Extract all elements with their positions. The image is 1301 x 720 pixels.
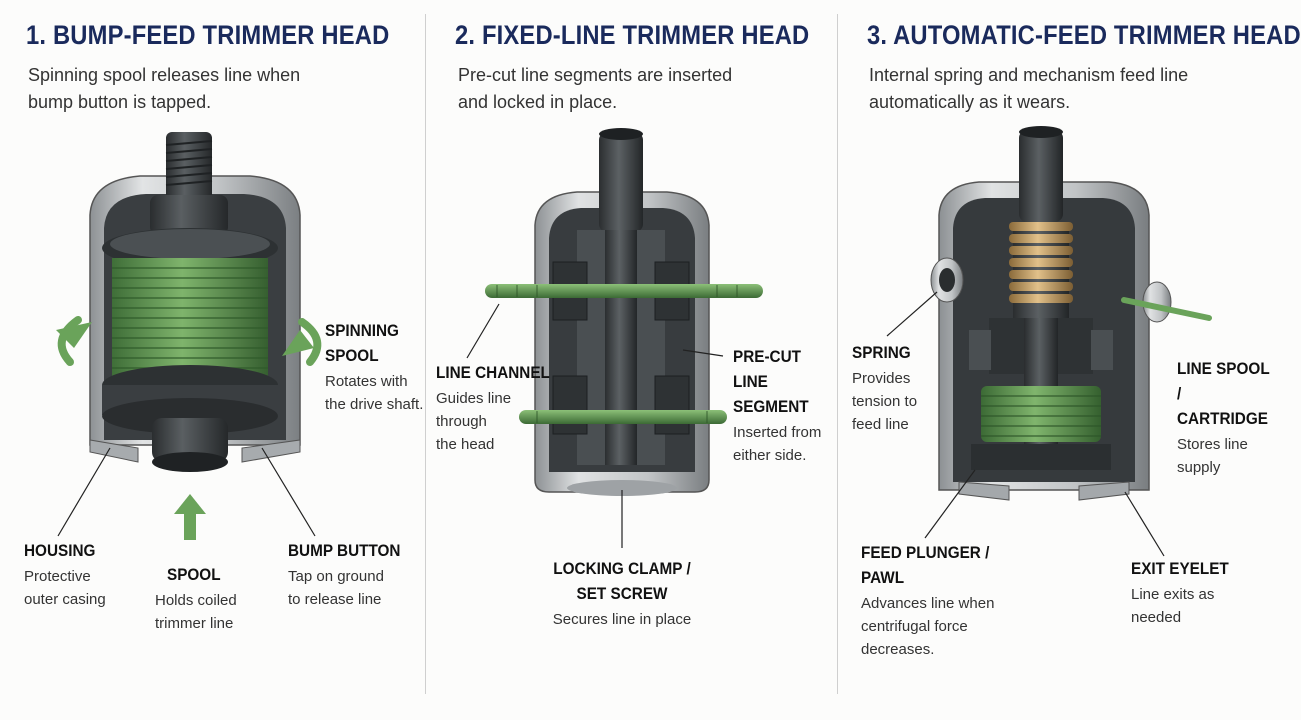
bump-button-part [152, 418, 228, 462]
panel-automatic-feed: 3. AUTOMATIC-FEED TRIMMER HEAD Internal … [839, 0, 1301, 720]
line-segment-lower [519, 410, 727, 424]
label-spool: SPOOL Holds coiled trimmer line [155, 565, 237, 632]
fixed-line-head-illustration [466, 128, 763, 548]
panel-divider [425, 14, 426, 694]
panel-title: 1. BUMP-FEED TRIMMER HEAD [26, 20, 390, 50]
panel-subtitle: Spinning spool releases line when bump b… [28, 65, 301, 112]
label-exit-eyelet: EXIT EYELET Line exits as needed [1131, 559, 1229, 626]
label-line-spool-cartridge: LINE SPOOL / CARTRIDGE Stores line suppl… [1177, 359, 1270, 476]
label-bump-button: BUMP BUTTON Tap on ground to release lin… [288, 541, 401, 608]
label-spinning-spool: SPINNING SPOOL Rotates with the drive sh… [325, 321, 424, 413]
panel-title: 3. AUTOMATIC-FEED TRIMMER HEAD [867, 20, 1301, 50]
spring-coil [1009, 222, 1073, 303]
exiting-line [1121, 297, 1212, 321]
label-spring: SPRING Provides tension to feed line [852, 343, 918, 433]
bump-feed-head-illustration [56, 132, 322, 540]
label-locking-clamp: LOCKING CLAMP / SET SCREW Secures line i… [552, 559, 692, 628]
line-spool [981, 386, 1101, 442]
label-pre-cut-line-segment: PRE-CUT LINE SEGMENT Inserted from eithe… [733, 347, 822, 464]
panel-title: 2. FIXED-LINE TRIMMER HEAD [455, 20, 810, 50]
label-housing: HOUSING Protective outer casing [24, 541, 106, 608]
panel-fixed-line: 2. FIXED-LINE TRIMMER HEAD Pre-cut line … [427, 0, 837, 720]
panel-bump-feed: 1. BUMP-FEED TRIMMER HEAD Spinning spool… [0, 0, 425, 720]
panel-subtitle: Pre-cut line segments are inserted and l… [458, 65, 733, 112]
drive-shaft [599, 132, 643, 232]
rotation-arrow-right [298, 318, 322, 366]
panel-subtitle: Internal spring and mechanism feed line … [869, 65, 1189, 112]
drive-shaft [1019, 130, 1063, 222]
rotation-arrow-left [57, 316, 82, 366]
automatic-feed-head-illustration [886, 126, 1212, 557]
panel-divider [837, 14, 838, 694]
line-segment-upper [485, 284, 763, 298]
label-line-channel: LINE CHANNEL Guides line through the hea… [436, 363, 550, 453]
label-feed-plunger: FEED PLUNGER / PAWL Advances line when c… [861, 543, 995, 658]
push-arrow [184, 512, 196, 540]
